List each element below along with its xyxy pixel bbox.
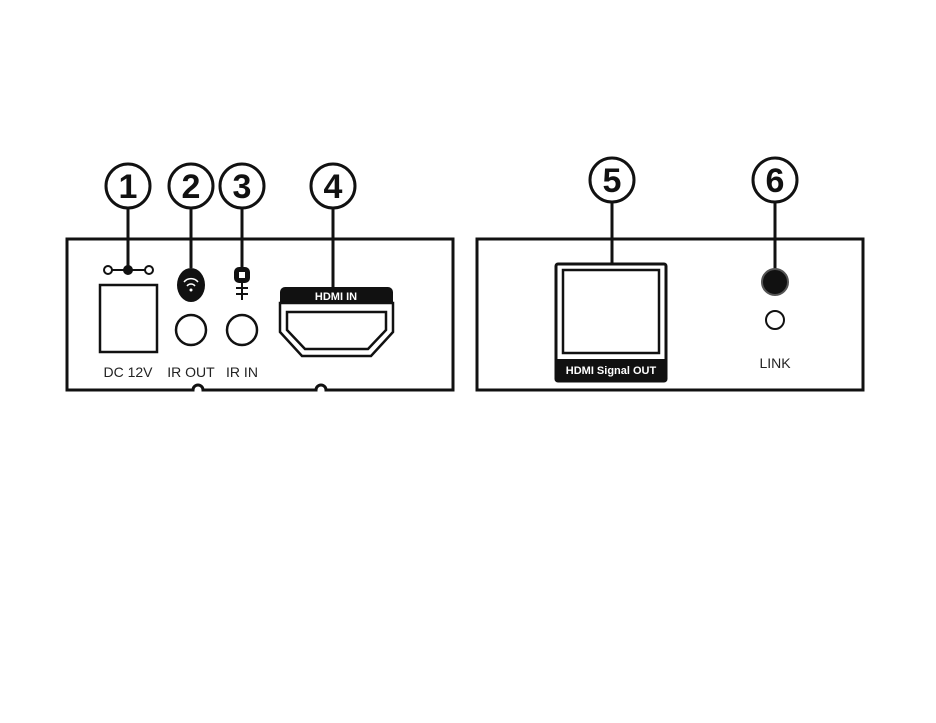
hdmi-in-label: HDMI IN bbox=[315, 291, 357, 303]
link-label: LINK bbox=[759, 355, 791, 371]
ir-in-port bbox=[225, 313, 259, 347]
hdmi-in-port-inner bbox=[285, 310, 388, 351]
receiver-panel bbox=[475, 237, 865, 392]
hdmi-out-window bbox=[561, 268, 661, 355]
hdmi-in-port bbox=[278, 301, 395, 358]
callout-number-3: 3 bbox=[233, 168, 252, 206]
dc-12v-label: DC 12V bbox=[103, 364, 153, 380]
callout-number-4: 4 bbox=[324, 168, 343, 206]
ir-emitter-icon bbox=[177, 268, 205, 302]
transmitter-panel bbox=[65, 237, 455, 392]
dc-power-jack bbox=[98, 283, 159, 354]
ir-out-label: IR OUT bbox=[167, 364, 215, 380]
callout-number-5: 5 bbox=[603, 162, 622, 200]
hdmi-in-header bbox=[280, 287, 393, 303]
hdmi-out-label-bg bbox=[556, 359, 666, 381]
callout-number-2: 2 bbox=[182, 168, 201, 206]
ir-in-label: IR IN bbox=[226, 364, 258, 380]
dc-polarity-icon bbox=[103, 265, 154, 275]
link-indicator-ring bbox=[765, 310, 785, 330]
ir-receiver-icon bbox=[234, 267, 250, 300]
link-led-icon bbox=[761, 268, 789, 296]
hdmi-signal-out-label: HDMI Signal OUT bbox=[566, 365, 657, 377]
callout-number-6: 6 bbox=[766, 162, 785, 200]
ir-out-port bbox=[174, 313, 208, 347]
callout-number-1: 1 bbox=[119, 168, 138, 206]
